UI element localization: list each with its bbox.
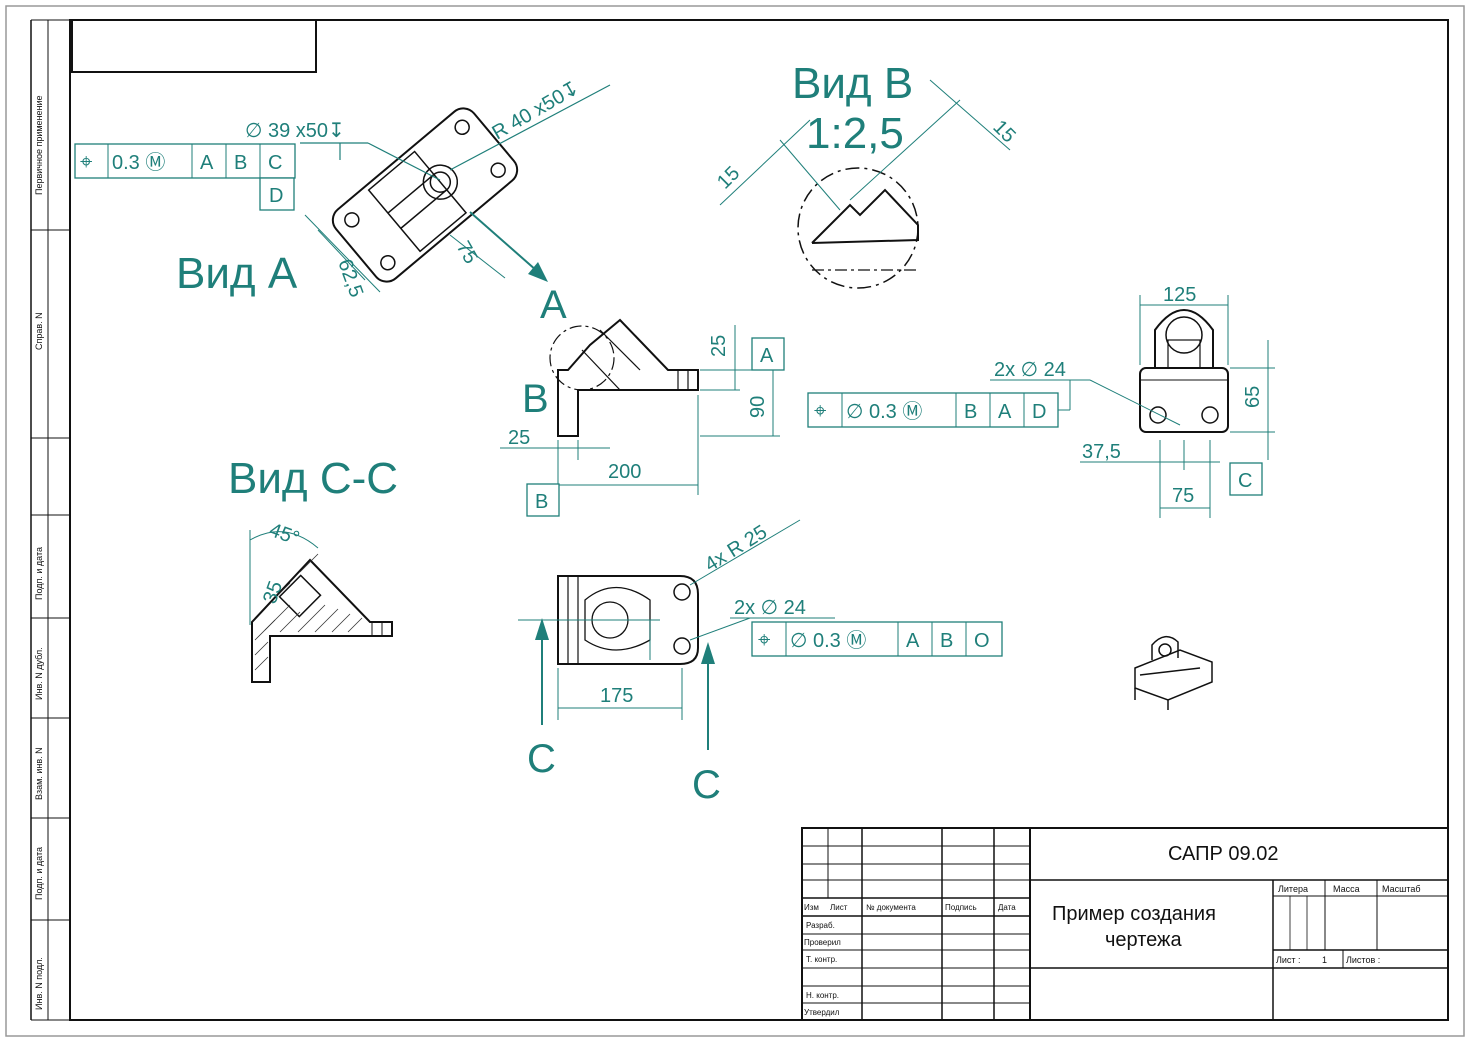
fcf-3: ⌖ ∅ 0.3 Ⓜ A B O [751,621,1003,657]
front-dim-2: 90 [747,396,769,418]
strip-label-4: Инв. N дубл. [34,647,44,700]
fcf-2-d3: D [1032,401,1046,423]
right-view: 125 65 37,5 75 2x ∅ 24 C [990,284,1275,518]
fcf-2-d2: A [998,401,1012,423]
right-dim-4: 75 [1172,485,1194,507]
strip-label-3: Подп. и дата [34,547,44,600]
view-a-arrow-label: A [540,283,567,327]
tb-col-izm: Изм [804,903,819,912]
fcf-3-d2: B [940,630,953,652]
tb-role-2: Проверил [804,938,841,947]
top-left-box [71,19,317,73]
fcf-1-tol: 0.3 Ⓜ [112,151,165,174]
tb-col-list: Лист [830,903,848,912]
fcf-2-symbol: ⌖ [814,398,826,423]
tb-name-line1: Пример создания [1052,903,1216,925]
fcf-1-symbol: ⌖ [80,149,92,174]
fcf-2-d1: B [964,401,977,423]
fcf-3-d1: A [906,630,920,652]
section-label-c-1: C [527,737,556,781]
right-dim-3: 37,5 [1082,441,1121,463]
strip-label-6: Подп. и дата [34,847,44,900]
front-dim-3: 25 [508,427,530,449]
fcf-2: ⌖ ∅ 0.3 Ⓜ B A D [807,380,1071,428]
right-hole-note: 2x ∅ 24 [994,359,1066,381]
tb-designation: САПР 09.02 [1168,843,1278,865]
fcf-1-d1: A [200,152,214,174]
front-label-b: B [522,377,549,421]
fcf-3-tol: ∅ 0.3 Ⓜ [790,629,866,652]
tb-role-3: Т. контр. [806,955,837,964]
right-dim-1: 125 [1163,284,1196,306]
fcf-3-d3: O [974,630,990,652]
tb-mass: Масса [1333,884,1360,894]
tb-col-sign: Подпись [945,903,977,912]
strip-label-7: Инв. N подл. [34,957,44,1010]
tb-sheets: Листов : [1346,955,1380,965]
fcf-1-d3: C [268,152,282,174]
datum-a: A [760,345,774,367]
front-dim-1: 25 [708,335,730,357]
tb-scale: Масштаб [1382,884,1421,894]
tb-col-date: Дата [998,903,1016,912]
strip-label-5: Взам. инв. N [34,747,44,800]
datum-b: B [535,491,548,513]
fcf-3-symbol: ⌖ [758,627,770,652]
fcf-1: ⌖ 0.3 Ⓜ A B C D [74,143,296,211]
datum-a-box [751,337,785,371]
side-strip: Первичное применение Справ. N Подп. и да… [30,19,70,1021]
view-b-title: Вид B [792,59,913,108]
tb-role-6: Утвердил [804,1008,840,1017]
strip-label-2: Справ. N [34,312,44,350]
tb-sheet-no: 1 [1322,955,1327,965]
drawing-frame [69,19,1449,1021]
tb-role-5: Н. контр. [806,991,839,1000]
tb-litera: Литера [1278,884,1308,894]
title-block: Изм Лист № документа Подпись Дата Разраб… [801,827,1449,1021]
right-dim-2: 65 [1242,386,1264,408]
top-dim: 175 [600,685,633,707]
view-a-title: Вид A [176,249,298,298]
view-b: Вид B 1:2,5 15 15 [713,59,1020,289]
tb-role-1: Разраб. [806,921,835,930]
section-label-c-2: C [692,763,721,807]
datum-d-box [259,177,295,211]
fcf-1-d2: B [234,152,247,174]
isometric-view [1134,636,1213,710]
front-dim-4: 200 [608,461,641,483]
datum-c-box [1229,462,1263,496]
datum-c: C [1238,470,1252,492]
view-a-hole-note: ∅ 39 x50↧ [245,120,345,142]
strip-label-1: Первичное применение [34,95,44,195]
front-view: B 25 90 25 200 A B [500,318,785,517]
datum-d: D [269,185,283,207]
view-cc-title: Вид C-C [228,454,398,503]
fcf-2-tol: ∅ 0.3 Ⓜ [846,400,922,423]
tb-name-line2: чертежа [1105,929,1182,951]
tb-col-doc: № документа [866,903,916,912]
tb-sheet: Лист : [1276,955,1301,965]
top-hole-note: 2x ∅ 24 [734,597,806,619]
datum-b-box [526,483,560,517]
view-b-scale: 1:2,5 [806,109,904,158]
